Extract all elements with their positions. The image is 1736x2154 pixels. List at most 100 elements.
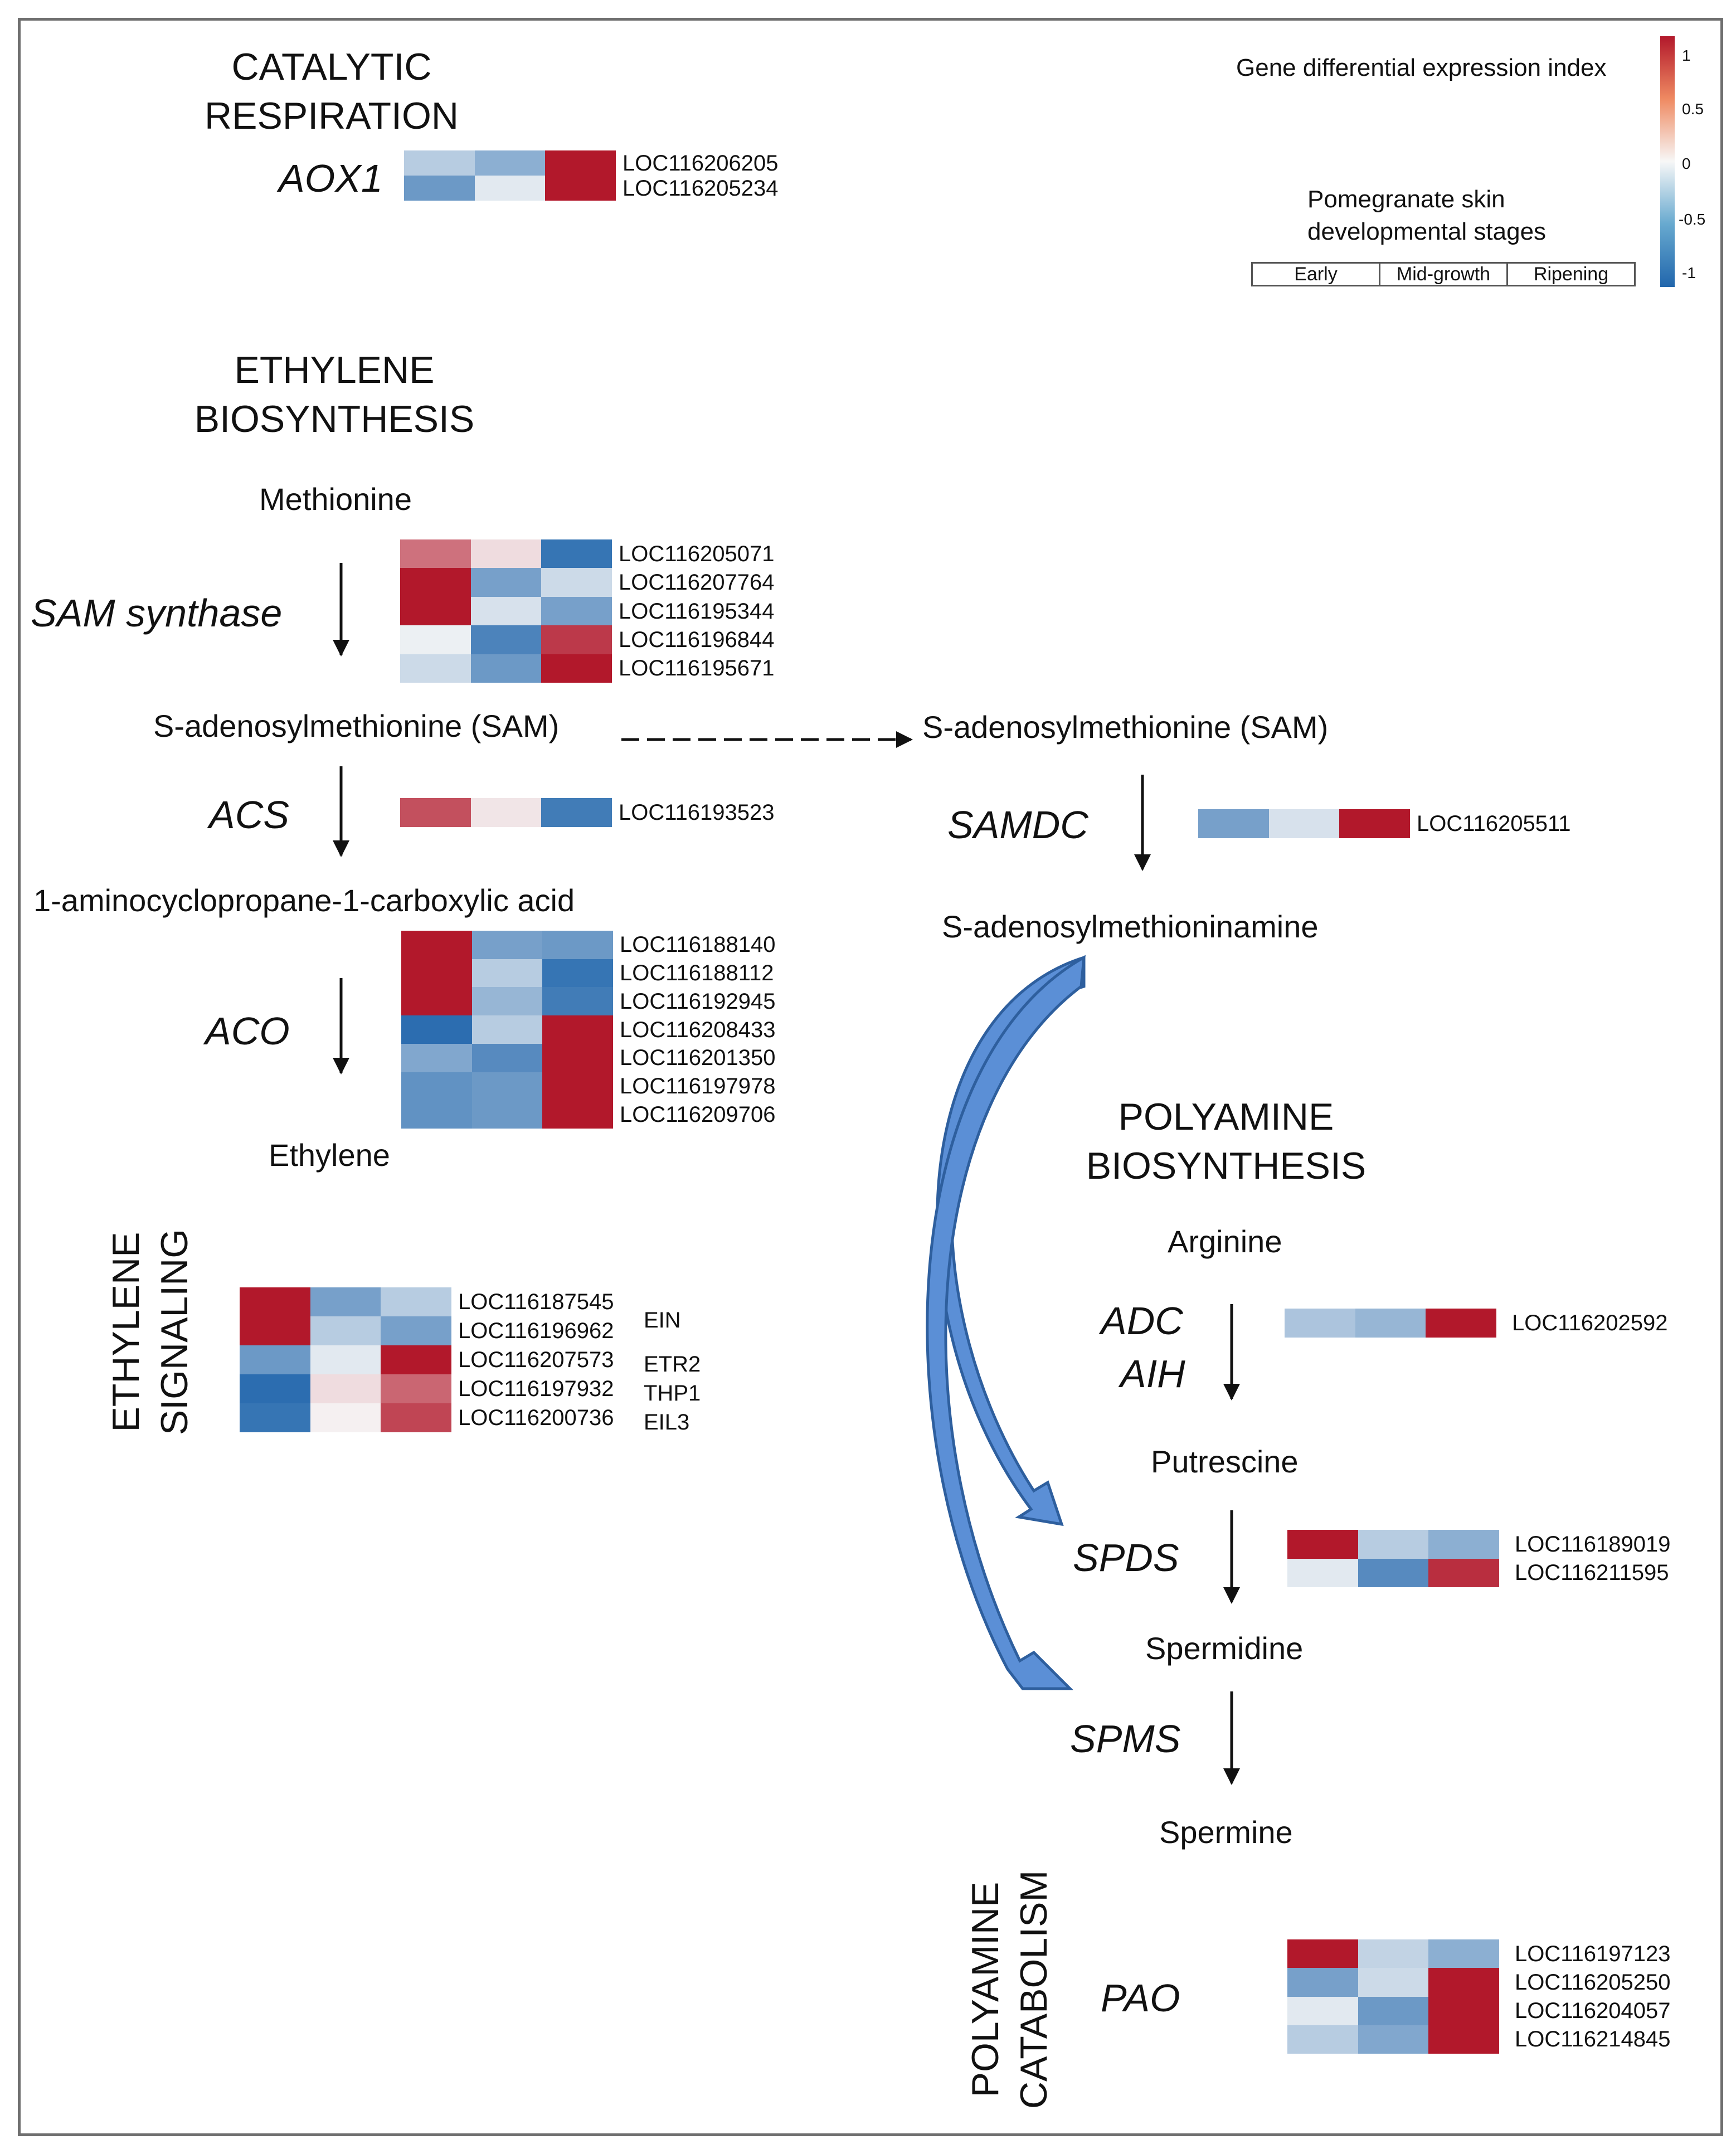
legend-tick-neg-1: -1 <box>1682 264 1696 281</box>
gene-label: LOC116214845 <box>1515 2027 1671 2052</box>
heatmap-cell <box>240 1345 310 1374</box>
heatmap-cell <box>1428 1558 1499 1587</box>
metabolite-sam-right: S-adenosylmethionine (SAM) <box>922 709 1329 745</box>
heatmap-cell <box>1428 1968 1499 1997</box>
legend-tick-0: 0 <box>1682 155 1691 172</box>
heatmap-cell <box>1428 2025 1499 2054</box>
heatmap-cell <box>401 959 472 988</box>
heatmap-cell <box>471 987 543 1016</box>
heatmap-cell <box>1428 1939 1499 1968</box>
heatmap-cell <box>470 625 542 654</box>
heatmap-cell <box>541 596 612 626</box>
heatmap-cell <box>542 987 613 1016</box>
heatmap-cell <box>1287 1968 1358 1997</box>
gene-label: LOC116206205 <box>623 150 779 176</box>
heatmap-cell <box>240 1287 310 1316</box>
gene-label: LOC116204057 <box>1515 1999 1671 2024</box>
heatmap-cell <box>400 798 471 827</box>
heatmap-cell <box>545 176 616 201</box>
blue-curved-arrow-to-spms <box>926 955 1086 1690</box>
gene-label: LOC116189019 <box>1515 1531 1671 1557</box>
heatmap-cell <box>1287 2025 1358 2054</box>
gene-label: LOC116195671 <box>619 656 775 681</box>
gene-label: LOC116207764 <box>619 570 775 595</box>
heatmap-cell <box>471 1043 543 1072</box>
heatmap-cell <box>470 539 542 568</box>
legend-tick-1: 1 <box>1682 47 1691 64</box>
heatmap-cell <box>400 625 471 654</box>
gene-label: LOC116205250 <box>1515 1970 1671 1995</box>
metabolite-acc: 1-aminocyclopropane-1-carboxylic acid <box>33 883 575 918</box>
enzyme-samdc: SAMDC <box>947 803 1088 847</box>
stage-early: Early <box>1294 264 1338 285</box>
legend-stages-title-line1: Pomegranate skin <box>1307 186 1505 213</box>
figure-frame <box>18 18 1723 2136</box>
heatmap-cell <box>1426 1309 1496 1338</box>
heatmap-cell <box>401 1072 472 1101</box>
heatmap-cell <box>471 1100 543 1129</box>
gene-label: LOC116197123 <box>1515 1941 1671 1966</box>
heatmap-cell <box>240 1374 310 1403</box>
heatmap-cell <box>1287 1530 1358 1559</box>
heatmap-cell <box>545 150 616 176</box>
heatmap-cell <box>1198 809 1269 838</box>
aminopropyl-transfer-arrows <box>926 955 1086 1690</box>
symbol-eil3: EIL3 <box>644 1410 690 1435</box>
legend-stage-bar: Early Mid-growth Ripening <box>1251 262 1636 286</box>
gene-label: LOC116193523 <box>619 800 775 825</box>
enzyme-spds: SPDS <box>1073 1536 1179 1579</box>
heatmap-cell <box>542 959 613 988</box>
metabolite-arginine: Arginine <box>1168 1224 1282 1259</box>
heatmap-cell <box>404 176 475 201</box>
heatmap-cell <box>400 568 471 597</box>
heatmap-cell <box>401 987 472 1016</box>
heatmap-cell <box>381 1403 451 1432</box>
legend-colorbar <box>1660 36 1675 287</box>
heatmap-cell <box>1287 1558 1358 1587</box>
heatmap-cell <box>310 1316 381 1345</box>
heatmap-cell <box>1287 1939 1358 1968</box>
heatmap-cell <box>541 625 612 654</box>
metabolite-methionine: Methionine <box>259 482 412 517</box>
heatmap-cell <box>1358 2025 1429 2054</box>
heatmap-cell <box>240 1316 310 1345</box>
gene-label: LOC116201350 <box>620 1046 776 1071</box>
heatmap-cell <box>400 539 471 568</box>
enzyme-aih: AIH <box>1120 1352 1185 1396</box>
metabolite-spermidine: Spermidine <box>1145 1631 1304 1666</box>
gene-label: LOC116208433 <box>620 1017 776 1042</box>
heatmap-cell <box>471 959 543 988</box>
heatmap-cell <box>1358 1939 1429 1968</box>
gene-label: LOC116187545 <box>458 1290 614 1314</box>
heatmap-cell <box>470 568 542 597</box>
legend-tick-0-5: 0.5 <box>1682 100 1704 118</box>
gene-label: LOC116205234 <box>623 176 779 201</box>
legend-title: Gene differential expression index <box>1236 54 1607 81</box>
heatmap-cell <box>1428 1996 1499 2025</box>
heatmap-cell <box>542 1100 613 1129</box>
gene-label: LOC116205071 <box>619 541 775 566</box>
heatmap-cell <box>401 1043 472 1072</box>
heatmap-cell <box>541 539 612 568</box>
gene-label: LOC116209706 <box>620 1102 776 1127</box>
heatmap-cell <box>400 654 471 683</box>
symbol-etr2: ETR2 <box>644 1352 701 1377</box>
heatmap-cell <box>541 654 612 683</box>
heatmap-cell <box>471 1072 543 1101</box>
heatmap-acs <box>400 798 612 827</box>
heatmap-cell <box>1358 1996 1429 2025</box>
heatmap-ethylene-signaling <box>240 1287 451 1432</box>
gene-label: LOC116200736 <box>458 1406 614 1430</box>
gene-label: LOC116188140 <box>620 932 776 957</box>
gene-label: LOC116196962 <box>458 1319 614 1343</box>
enzyme-sam-synthase: SAM synthase <box>31 591 283 635</box>
heatmap-cell <box>1287 1996 1358 2025</box>
heatmap-pao <box>1287 1939 1499 2054</box>
heatmap-cell <box>1358 1968 1429 1997</box>
metabolite-dcsam: S-adenosylmethioninamine <box>942 909 1319 944</box>
